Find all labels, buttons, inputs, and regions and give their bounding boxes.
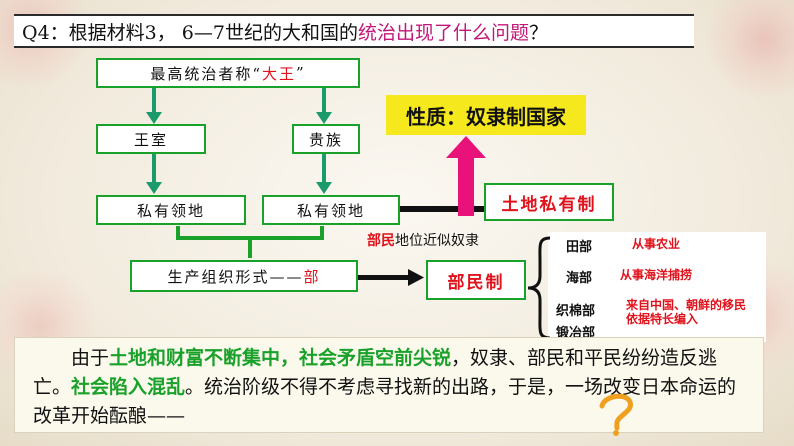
category-desc: 来自中国、朝鲜的移民依据特长编入 <box>626 298 747 326</box>
arrow-up-icon <box>446 136 486 216</box>
summary-paragraph: 由于土地和财富不断集中，社会矛盾空前尖锐，奴隶、部民和平民纷纷造反逃亡。社会陷入… <box>14 337 764 433</box>
production-prefix: 生产组织形式—— <box>167 267 304 286</box>
supreme-ruler-title: 大王 <box>261 64 296 83</box>
arrow-down-icon <box>316 88 332 124</box>
bumin-status: 部民地位近似奴隶 <box>367 230 479 250</box>
category-name: 海部 <box>566 271 593 286</box>
estate-right-label: 私有领地 <box>296 201 365 220</box>
paragraph-text: ，奴隶、部民和平民纷纷造反逃亡。 <box>33 347 718 398</box>
royal-box: 王室 <box>96 124 206 154</box>
bumin-term: 部民 <box>367 233 395 249</box>
bumin-system-box: 部民制 <box>426 260 526 300</box>
brace-icon <box>527 236 551 340</box>
paragraph-emphasis: 土地和财富不断集中，社会矛盾空前尖锐 <box>109 347 452 369</box>
paragraph-text: 。统治阶级不得不考虑寻找新的出路，于是，一场改变日本命运的改革开始酝酿—— <box>33 376 737 427</box>
supreme-ruler-prefix: 最高统治者称“ <box>150 64 262 83</box>
flower-decoration <box>704 0 794 100</box>
estate-left-box: 私有领地 <box>96 195 246 225</box>
question-highlight: 统治出现了什么问题 <box>357 21 529 44</box>
supreme-ruler-suffix: ” <box>296 64 306 82</box>
category-name: 织棉部 <box>556 304 596 319</box>
arrow-down-icon <box>146 154 162 194</box>
noble-box: 贵族 <box>292 124 360 154</box>
arrow-right-icon <box>358 269 424 286</box>
estate-right-box: 私有领地 <box>262 195 400 225</box>
supreme-ruler-box: 最高统治者称“大王” <box>96 58 360 88</box>
land-ownership-box: 土地私有制 <box>484 183 614 221</box>
category-desc: 从事海洋捕捞 <box>620 268 693 282</box>
question-suffix: ？ <box>529 21 549 44</box>
noble-label: 贵族 <box>308 130 343 149</box>
production-unit: 部 <box>303 267 321 286</box>
land-ownership-label: 土地私有制 <box>501 194 597 215</box>
bumin-system-label: 部民制 <box>447 272 505 293</box>
nature-label: 性质：奴隶制国家 <box>406 104 566 129</box>
bracket-connector <box>176 226 324 258</box>
category-name: 田部 <box>566 240 593 255</box>
estate-left-label: 私有领地 <box>136 201 205 220</box>
nature-box: 性质：奴隶制国家 <box>386 95 586 135</box>
bumin-status-text: 地位近似奴隶 <box>395 233 479 249</box>
question-prefix: Q4：根据材料3， 6—7世纪的大和国的 <box>22 21 358 44</box>
category-desc: 从事农业 <box>632 237 681 251</box>
question-mark-icon <box>599 393 633 436</box>
question-bar: Q4：根据材料3， 6—7世纪的大和国的统治出现了什么问题？ <box>14 14 694 48</box>
royal-label: 王室 <box>133 130 168 149</box>
paragraph-emphasis: 社会陷入混乱 <box>71 376 186 398</box>
category-panel <box>548 232 766 342</box>
paragraph-text: 由于 <box>71 347 110 369</box>
production-box: 生产组织形式——部 <box>130 260 358 292</box>
arrow-down-icon <box>316 154 332 194</box>
arrow-down-icon <box>146 88 162 124</box>
